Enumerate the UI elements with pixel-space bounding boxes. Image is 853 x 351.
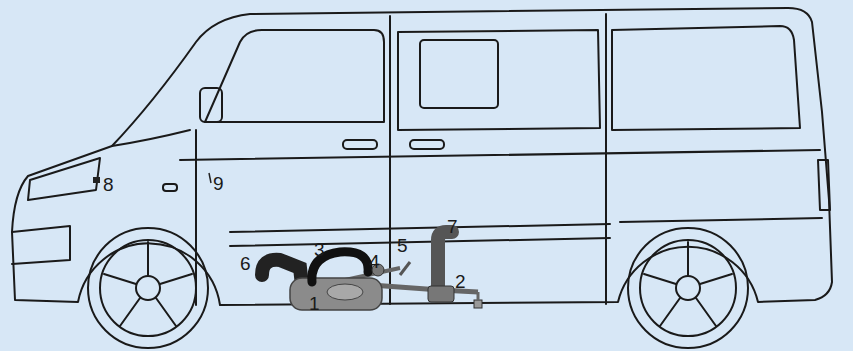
middle-window: [398, 30, 600, 130]
heater-unit: [290, 278, 382, 310]
front-window: [205, 30, 384, 122]
switch-symbol: [209, 173, 211, 183]
fuel-pump: [428, 286, 454, 302]
crease-line: [180, 150, 820, 160]
rear-window: [612, 26, 800, 130]
callout-number: 2: [455, 272, 466, 292]
callout-number: 1: [309, 294, 320, 314]
crease-line: [230, 224, 610, 232]
van-body: [12, 8, 832, 305]
front-wheel: [88, 228, 208, 348]
fuel-tap: [474, 300, 482, 308]
mirror: [200, 88, 222, 122]
door-seam: [605, 14, 607, 304]
heater-system: [262, 232, 482, 310]
control-symbol: [93, 177, 100, 183]
door-handle: [343, 140, 377, 149]
heater-detail: [327, 284, 363, 300]
bumper: [12, 226, 70, 264]
callout-number: 6: [240, 254, 251, 274]
rear-wheel: [628, 228, 748, 348]
door-handle: [410, 140, 444, 149]
hood-line: [112, 130, 190, 146]
callout-number: 4: [369, 252, 380, 272]
callout-number: 9: [213, 174, 224, 194]
wire: [400, 262, 410, 275]
small-window: [420, 40, 498, 108]
indicator: [163, 184, 177, 191]
callout-number: 8: [103, 175, 114, 195]
callout-number: 7: [447, 217, 458, 237]
line: [477, 292, 480, 300]
callout-number: 5: [397, 236, 408, 256]
tail-light: [818, 160, 830, 210]
crease-line: [620, 218, 822, 222]
callout-number: 3: [314, 240, 325, 260]
crease-line: [230, 238, 610, 246]
door-seam: [389, 16, 391, 304]
headlight: [28, 158, 100, 200]
